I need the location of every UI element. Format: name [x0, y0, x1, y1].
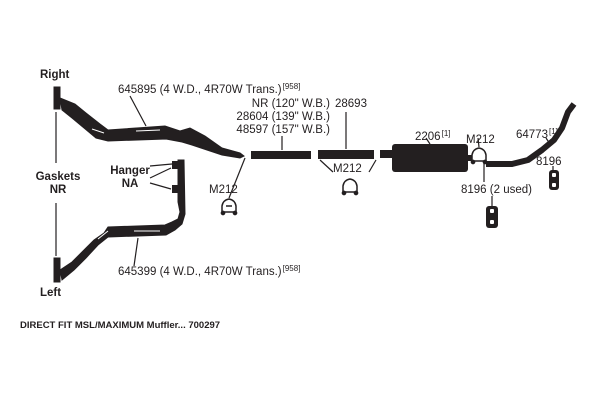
left-pipe-part-number: 645399 (4 W.D., 4R70W Trans.) — [118, 266, 282, 278]
hanger-8196-icons — [486, 170, 559, 228]
right-converter-detail — [91, 128, 161, 134]
right-pipe-part-label: 645895 (4 W.D., 4R70W Trans.)[958] — [118, 80, 300, 97]
tailpipe-part-number: 64773 — [516, 129, 548, 141]
gaskets-label-line1: Gaskets — [35, 171, 81, 183]
clamp-right-label: M212 — [466, 134, 495, 146]
clamp-icon-left — [220, 198, 238, 216]
side-label-right: Right — [40, 69, 70, 81]
tailpipe-part-label: 64773[1] — [516, 125, 558, 142]
clamp-icon-right — [470, 147, 488, 165]
muffler-part-label: 2206[1] — [415, 127, 451, 144]
pipe-28693-label: 28693 — [335, 98, 367, 110]
muffler-part-number: 2206 — [415, 131, 441, 143]
clamp-left-label: M212 — [209, 184, 238, 196]
muffler — [380, 144, 486, 172]
left-converter-detail — [97, 230, 160, 240]
right-flange — [53, 86, 61, 110]
left-pipe-note: [958] — [282, 264, 301, 273]
right-pipe-part-number: 645895 (4 W.D., 4R70W Trans.) — [118, 84, 282, 96]
left-pipe-part-label: 645399 (4 W.D., 4R70W Trans.)[958] — [118, 262, 300, 279]
tailpipe-note: [1] — [548, 127, 558, 136]
left-y-pipe — [53, 159, 186, 283]
right-y-pipe — [53, 86, 245, 159]
intermediate-pipes — [251, 150, 374, 159]
gaskets-label-line2: NR — [49, 184, 67, 196]
hanger-8196-label: 8196 — [536, 156, 562, 168]
hanger-studs — [172, 161, 178, 193]
gaskets-label: Gaskets NR — [34, 171, 82, 197]
intermediate-line-3: 48597 (157" W.B.) — [236, 124, 330, 136]
hanger-label: Hanger NA — [106, 165, 154, 191]
footer-note: DIRECT FIT MSL/MAXIMUM Muffler... 700297 — [20, 320, 221, 331]
right-pipe-note: [958] — [282, 82, 301, 91]
side-label-left: Left — [40, 287, 62, 299]
intermediate-pipe-label: NR (120" W.B.) 28604 (139" W.B.) 48597 (… — [220, 98, 330, 137]
intermediate-line-2: 28604 (139" W.B.) — [236, 111, 330, 123]
tailpipe — [486, 102, 577, 167]
left-flange — [53, 257, 61, 283]
leader-lines — [55, 95, 554, 267]
hanger-label-line2: NA — [121, 178, 139, 190]
hanger-8196-used-label: 8196 (2 used) — [461, 184, 532, 196]
muffler-note: [1] — [441, 129, 451, 138]
intermediate-line-1: NR (120" W.B.) — [251, 98, 330, 110]
hanger-label-line1: Hanger — [110, 165, 150, 177]
clamp-icon-mid — [341, 178, 359, 196]
clamp-mid-label: M212 — [333, 163, 362, 175]
